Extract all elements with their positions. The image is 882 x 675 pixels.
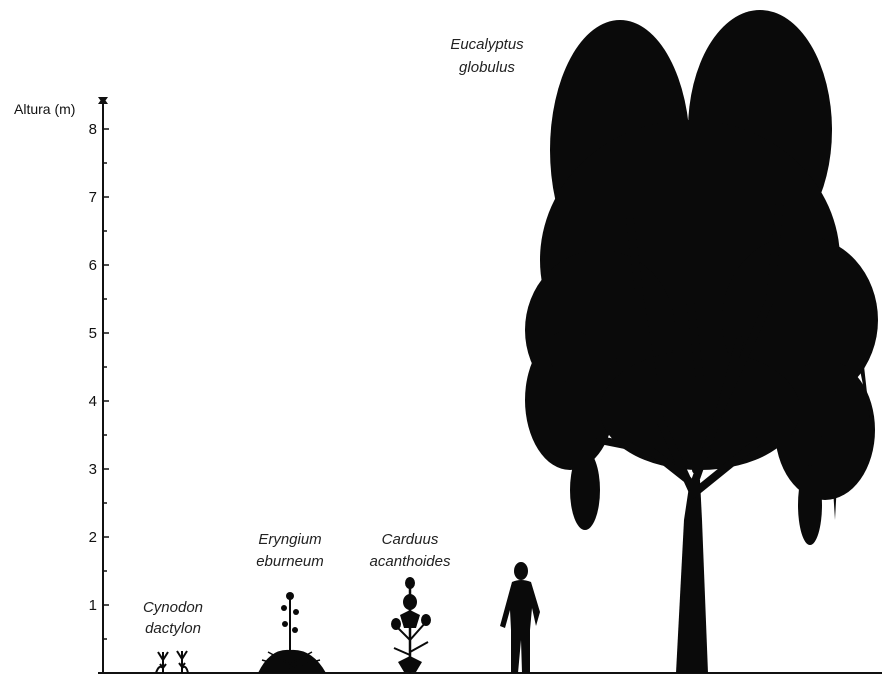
species-label-line1: Cynodon <box>143 599 203 616</box>
species-label-line1: Eucalyptus <box>450 36 524 53</box>
carduus-silhouette <box>391 577 431 673</box>
tick-label: 7 <box>89 189 97 206</box>
species-label-line1: Eryngium <box>258 531 321 548</box>
tick-label: 3 <box>89 461 97 478</box>
species-label-line2: globulus <box>459 59 515 76</box>
tick-group: 1 2 3 4 5 6 7 8 <box>89 121 109 639</box>
species-label-line2: eburneum <box>256 553 324 570</box>
eucalyptus-silhouette <box>525 10 878 673</box>
eryngium-eburneum: Eryngium eburneum <box>256 531 326 673</box>
tick-label: 8 <box>89 121 97 138</box>
carduus-acanthoides: Carduus acanthoides <box>370 531 451 673</box>
axis-title: Altura (m) <box>14 101 75 117</box>
species-label-line1: Carduus <box>382 531 439 548</box>
human-silhouette <box>500 562 540 673</box>
tick-label: 4 <box>89 393 97 410</box>
tick-label: 2 <box>89 529 97 546</box>
eryngium-silhouette <box>258 592 326 673</box>
species-label-line2: dactylon <box>145 620 201 637</box>
height-axis: Altura (m) 1 2 3 4 5 6 7 8 <box>14 97 109 673</box>
cynodon-silhouette <box>156 651 188 673</box>
species-label-line2: acanthoides <box>370 553 451 570</box>
tick-label: 5 <box>89 325 97 342</box>
tick-label: 1 <box>89 597 97 614</box>
cynodon-dactylon: Cynodon dactylon <box>143 599 203 673</box>
tick-label: 6 <box>89 257 97 274</box>
